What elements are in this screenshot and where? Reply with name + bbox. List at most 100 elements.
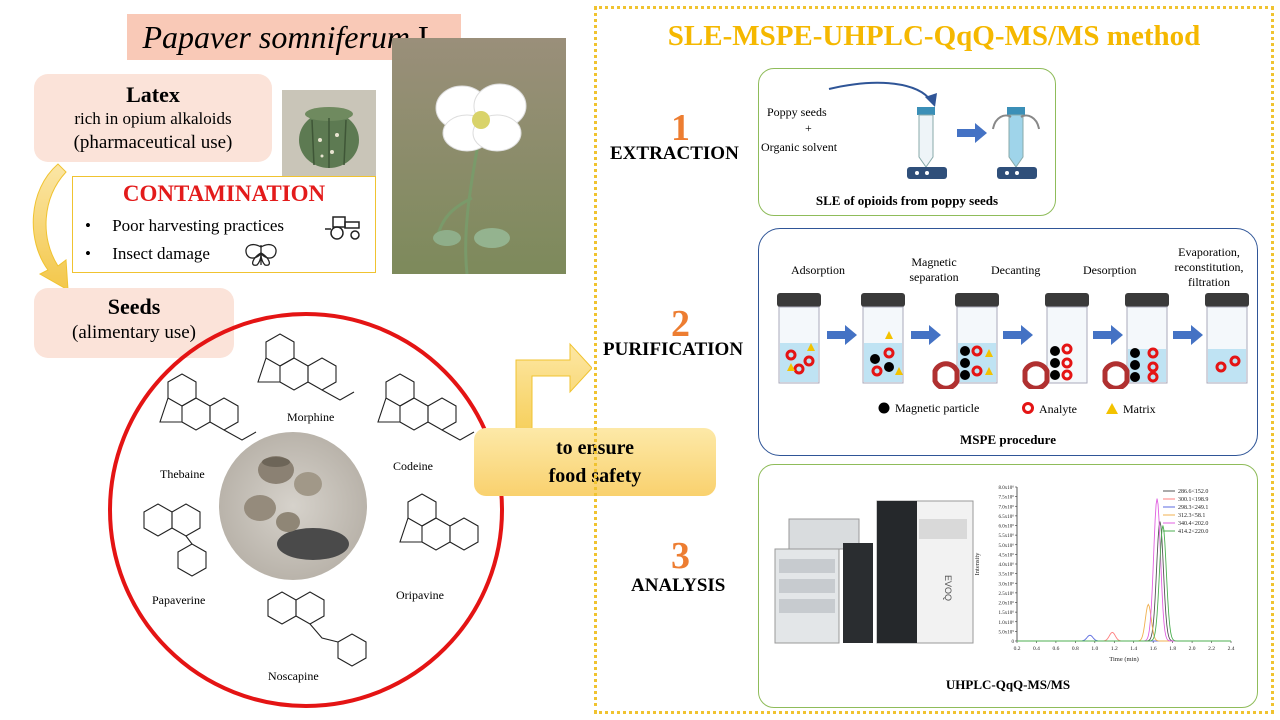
- x-tick-label: 0.2: [1014, 646, 1021, 652]
- y-tick-label: 7.0x10⁶: [999, 504, 1015, 510]
- stage-desorption: Desorption: [1083, 263, 1137, 277]
- step-2-number: 2: [671, 303, 690, 345]
- y-tick-label: 5.0x10⁵: [999, 629, 1015, 635]
- y-tick-label: 6.0x10⁶: [999, 524, 1015, 530]
- y-tick-label: 4.0x10⁶: [999, 562, 1015, 568]
- chromatogram-chart: 0 5.0x10⁵ 1.0x10⁶ 1.5x10⁶ 2.0x10⁶ 2.5x10⁶ 3.0x…: [974, 485, 1235, 663]
- legend-entry: 414.2<220.0: [1178, 529, 1208, 535]
- y-tick-label: 5.0x10⁶: [999, 543, 1015, 549]
- safety-to-method-arrow: [515, 342, 592, 434]
- purification-panel: Adsorption Magnetic separation Decanting…: [758, 228, 1258, 456]
- legend-analyte-icon: [1022, 402, 1034, 414]
- x-tick-label: 1.4: [1130, 646, 1137, 652]
- x-axis-label: Time (min): [1109, 656, 1139, 663]
- extraction-plus: +: [805, 121, 812, 135]
- extraction-reagent2: Organic solvent: [761, 140, 838, 154]
- step-1-number: 1: [671, 107, 690, 149]
- x-tick-label: 1.8: [1169, 646, 1176, 652]
- analysis-caption: UHPLC-QqQ-MS/MS: [945, 677, 1071, 692]
- poppy-flower-photo: [392, 38, 566, 274]
- stage-evaporation: Evaporation, reconstitution, filtration: [1174, 245, 1244, 289]
- legend-entry: 286.6<152.0: [1178, 489, 1208, 495]
- contamination-item-harvesting-label: Poor harvesting practices: [112, 216, 285, 235]
- alkaloid-oripavine: Oripavine: [396, 588, 444, 602]
- x-tick-label: 2.0: [1189, 646, 1196, 652]
- legend-matrix: Matrix: [1123, 402, 1156, 416]
- y-tick-label: 3.0x10⁶: [999, 581, 1015, 587]
- y-tick-label: 1.0x10⁶: [999, 620, 1015, 626]
- series-line: [1017, 631, 1231, 642]
- tractor-icon: [325, 216, 360, 240]
- contamination-item-harvesting: • Poor harvesting practices: [85, 216, 285, 235]
- legend-matrix-icon: [1106, 403, 1118, 414]
- y-tick-label: 6.5x10⁶: [999, 514, 1015, 520]
- y-tick-label: 2.0x10⁶: [999, 601, 1015, 607]
- species-name: Papaver somniferum: [142, 18, 410, 55]
- step-3-number: 3: [671, 535, 690, 577]
- method-frame: [594, 6, 1274, 714]
- legend-entry: 312.3<58.1: [1178, 513, 1205, 519]
- y-tick-label: 4.5x10⁶: [999, 552, 1015, 558]
- y-tick-label: 7.5x10⁶: [999, 495, 1015, 501]
- latex-heading: Latex: [126, 82, 180, 107]
- poppy-capsule-photo: [282, 90, 376, 176]
- series-line: [1017, 521, 1231, 642]
- x-tick-label: 0.8: [1072, 646, 1079, 652]
- alkaloid-circle: [108, 312, 504, 708]
- alkaloid-thebaine: Thebaine: [160, 467, 205, 481]
- seeds-line1: (alimentary use): [72, 322, 196, 343]
- x-tick-label: 1.6: [1150, 646, 1157, 652]
- stage-decanting: Decanting: [991, 263, 1041, 277]
- x-tick-label: 0.6: [1052, 646, 1059, 652]
- extraction-caption: SLE of opioids from poppy seeds: [815, 193, 999, 208]
- species-title: Papaver somniferum L.: [127, 14, 461, 60]
- y-axis-label: Intensity: [974, 552, 981, 575]
- y-tick-label: 8.0x10⁶: [999, 485, 1015, 491]
- method-title: SLE-MSPE-UHPLC-QqQ-MS/MS method: [667, 20, 1201, 52]
- latex-box: Latex rich in opium alkaloids (pharmaceu…: [34, 74, 272, 162]
- legend-entry: 300.1<198.9: [1178, 497, 1208, 503]
- x-tick-label: 2.2: [1208, 646, 1215, 652]
- stage-magnetic-separation: Magnetic separation: [909, 255, 959, 284]
- extraction-reagent1: Poppy seeds: [767, 105, 827, 119]
- y-tick-label: 0: [1012, 640, 1015, 645]
- alkaloid-papaverine: Papaverine: [152, 593, 206, 607]
- contamination-item-insect: • Insect damage: [85, 244, 210, 263]
- alkaloid-morphine: Morphine: [287, 410, 335, 424]
- contamination-box: CONTAMINATION • Poor harvesting practice…: [72, 176, 376, 273]
- x-tick-label: 1.0: [1091, 646, 1098, 652]
- alkaloid-codeine: Codeine: [393, 459, 433, 473]
- series-line: [1017, 498, 1231, 642]
- alkaloid-structures: [143, 333, 479, 667]
- alkaloid-noscapine: Noscapine: [268, 669, 319, 683]
- analysis-panel: EVOQ 0 5.0x10⁵ 1.0x10⁶ 1.5x10⁶ 2.0x10⁶ 2.5x10…: [758, 464, 1258, 708]
- series-line: [1017, 603, 1231, 642]
- legend-entry: 340.4<202.0: [1178, 521, 1208, 527]
- latex-line2: (pharmaceutical use): [73, 132, 233, 153]
- legend-magnetic-particle: Magnetic particle: [895, 401, 980, 415]
- mspe-illustration: [777, 293, 1249, 389]
- step-3-label: ANALYSIS: [631, 575, 726, 596]
- legend-entry: 298.3<249.1: [1178, 505, 1208, 511]
- y-tick-label: 5.5x10⁶: [999, 533, 1015, 539]
- extraction-illustration: [828, 81, 1040, 179]
- step-1-label: EXTRACTION: [610, 143, 739, 164]
- y-tick-label: 1.5x10⁶: [999, 610, 1015, 616]
- seeds-heading: Seeds: [107, 294, 161, 319]
- series-line: [1017, 525, 1231, 642]
- latex-line1: rich in opium alkaloids: [74, 109, 232, 128]
- contamination-item-insect-label: Insect damage: [112, 244, 210, 263]
- step-2-label: PURIFICATION: [603, 339, 744, 360]
- legend-magnetic-particle-icon: [878, 402, 890, 414]
- y-tick-label: 3.5x10⁶: [999, 572, 1015, 578]
- x-tick-label: 0.4: [1033, 646, 1040, 652]
- instrument-brand: EVOQ: [943, 575, 953, 601]
- series-line: [1017, 634, 1231, 642]
- contamination-heading: CONTAMINATION: [122, 181, 326, 206]
- butterfly-icon: [245, 243, 277, 266]
- legend-analyte: Analyte: [1039, 402, 1077, 416]
- instrument-illustration: EVOQ: [774, 500, 974, 644]
- y-tick-label: 2.5x10⁶: [999, 591, 1015, 597]
- seed-photo: [219, 432, 367, 580]
- purification-caption: MSPE procedure: [960, 432, 1056, 447]
